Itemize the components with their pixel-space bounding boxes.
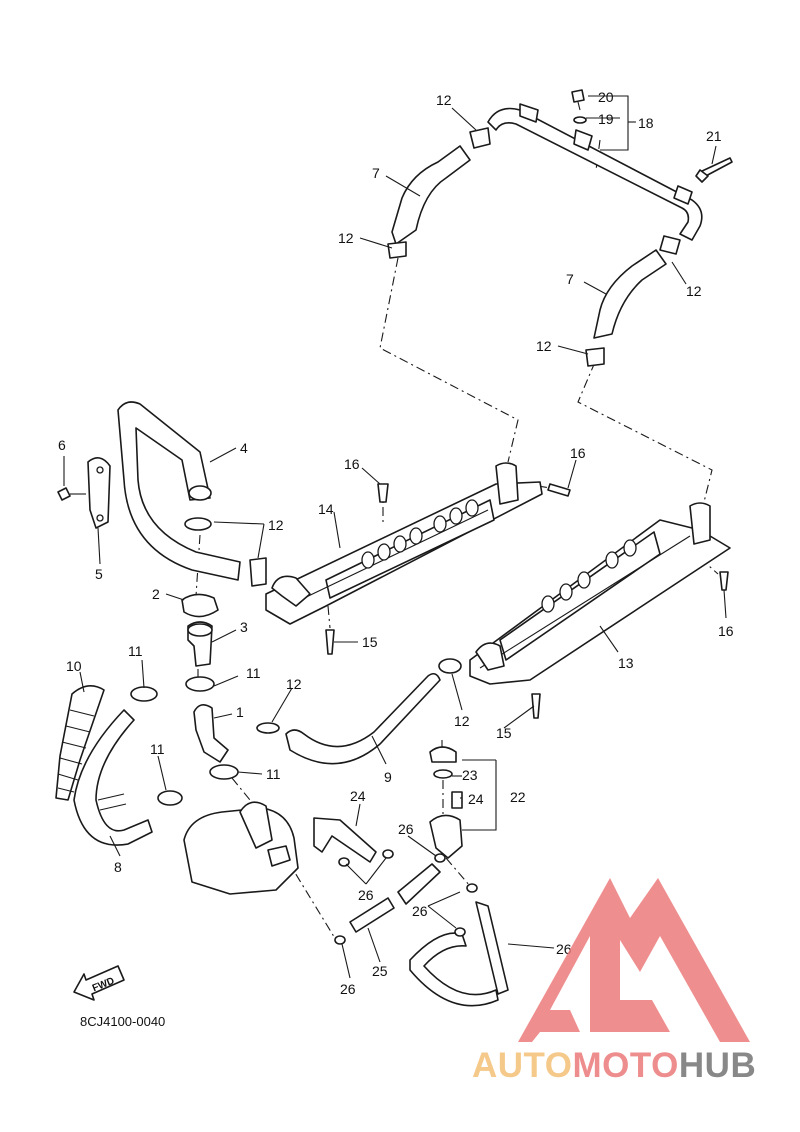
callout-c19: 20 xyxy=(598,89,614,105)
callout-c16a: 16 xyxy=(344,456,360,472)
hose-clamp-11-upper xyxy=(185,676,215,692)
diagram-code: 8CJ4100-0040 xyxy=(80,1014,165,1029)
leader-lines xyxy=(63,95,727,979)
callout-c12a: 12 xyxy=(436,92,452,108)
callout-c15b: 15 xyxy=(496,725,512,741)
wordmark-hub: HUB xyxy=(678,1046,757,1085)
wordmark-moto: MOTO xyxy=(572,1046,679,1085)
hose-clamp-12-hx13 xyxy=(438,658,462,674)
hose-clamp-top-right xyxy=(659,235,681,255)
callout-c11a: 11 xyxy=(128,643,143,659)
callout-c20: 21 xyxy=(706,128,722,144)
hose-clamp-12-left-mid xyxy=(387,241,407,259)
coolant-hose-4 xyxy=(117,401,241,581)
rivet-15-b xyxy=(531,693,541,719)
callout-c26c: 26 xyxy=(412,903,428,919)
callout-c1: 1 xyxy=(236,704,244,720)
heat-exchanger-14 xyxy=(265,462,543,625)
callout-c25: 26 xyxy=(556,941,572,957)
callout-c5: 5 xyxy=(95,566,103,582)
corrugated-hose-10 xyxy=(55,685,105,801)
callout-c16b: 16 xyxy=(570,445,586,461)
coolant-hose-7-left xyxy=(391,145,471,245)
callout-c7a: 7 xyxy=(372,165,380,181)
callout-c14: 14 xyxy=(318,501,334,517)
washer-18 xyxy=(573,116,587,124)
callout-c12c: 12 xyxy=(686,283,702,299)
heat-exchanger-13 xyxy=(469,502,731,685)
callout-c12f: 12 xyxy=(286,676,302,692)
screw-19 xyxy=(571,89,585,111)
coolant-housing-21 xyxy=(429,814,463,859)
callout-c11b: 11 xyxy=(246,665,261,681)
callout-c10: 10 xyxy=(66,658,82,674)
coolant-hose-9 xyxy=(73,709,153,846)
callout-c11d: 11 xyxy=(266,766,281,782)
automotohub-logo-watermark xyxy=(518,878,750,1042)
hose-clamp-11-left xyxy=(130,686,158,702)
forward-direction-arrow: FWD xyxy=(73,965,125,1001)
callout-c23: 24 xyxy=(468,791,484,807)
thermostat-housing-3 xyxy=(187,621,213,667)
callout-c24a: 24 xyxy=(350,788,366,804)
rivet-16-c xyxy=(719,571,729,591)
callout-c24b: 25 xyxy=(372,963,388,979)
rivet-16-b xyxy=(547,483,571,497)
small-hose-26-mid xyxy=(397,863,441,905)
thermostat-cap-2 xyxy=(181,593,219,618)
wordmark-auto: AUTO xyxy=(472,1046,573,1085)
rivet-16-a xyxy=(377,483,389,503)
callout-c8: 9 xyxy=(384,769,392,785)
callout-c12b: 12 xyxy=(338,230,354,246)
callout-c16c: 16 xyxy=(718,623,734,639)
coolant-hose-8 xyxy=(285,672,441,765)
callout-c21: 22 xyxy=(510,789,526,805)
bolt-23 xyxy=(451,791,463,809)
callout-c26d: 26 xyxy=(340,981,356,997)
callout-c2: 2 xyxy=(152,586,160,602)
upper-water-pipe xyxy=(487,103,703,241)
callout-c26b: 26 xyxy=(358,887,374,903)
filler-cap-22 xyxy=(429,746,457,763)
hose-clamp-12-right-mid xyxy=(585,347,605,367)
callout-c17: 18 xyxy=(638,115,654,131)
coolant-hose-7-right xyxy=(593,249,667,339)
callout-c7b: 7 xyxy=(566,271,574,287)
callout-c9: 8 xyxy=(114,859,122,875)
callout-c22: 23 xyxy=(462,767,478,783)
coolant-hose-1 xyxy=(193,704,229,763)
automotohub-wordmark: AUTOMOTOHUB xyxy=(472,1046,756,1086)
callout-c26a: 26 xyxy=(398,821,414,837)
bolt-20 xyxy=(695,157,733,183)
callout-c6-label: 6 xyxy=(58,437,66,453)
engine-water-jacket xyxy=(183,801,299,895)
watermark-triangle-mark xyxy=(518,878,750,1042)
bracket-5 xyxy=(87,457,111,529)
callout-c3: 3 xyxy=(240,619,248,635)
hose-clamp-11-left-lower xyxy=(157,790,183,806)
hose-clamp-12-lower xyxy=(256,722,280,734)
small-hose-24-lower xyxy=(349,897,395,933)
hose-clamp-12-left-b xyxy=(249,557,267,587)
rivet-15-a xyxy=(325,629,335,655)
callout-c12e: 12 xyxy=(268,517,284,533)
callout-c12d: 12 xyxy=(536,338,552,354)
callout-c18: 19 xyxy=(598,111,614,127)
callout-c4: 4 xyxy=(240,440,248,456)
o-ring-22 xyxy=(433,769,453,779)
callout-c13: 13 xyxy=(618,655,634,671)
callout-c15a: 15 xyxy=(362,634,378,650)
hose-clamps-26 xyxy=(334,849,478,945)
callout-c12g: 12 xyxy=(454,713,470,729)
bolt-6 xyxy=(57,487,86,501)
callout-c11c: 11 xyxy=(150,741,165,757)
callout-labels: 12 7 12 20 19 18 21 7 12 12 4 5 6 5 12 2… xyxy=(58,89,734,997)
hose-clamp-12-left-a xyxy=(184,517,212,531)
small-hose-24-upper xyxy=(313,817,377,863)
hose-clamp-top-left xyxy=(469,127,491,149)
hose-clamp-11-lower xyxy=(209,764,239,780)
